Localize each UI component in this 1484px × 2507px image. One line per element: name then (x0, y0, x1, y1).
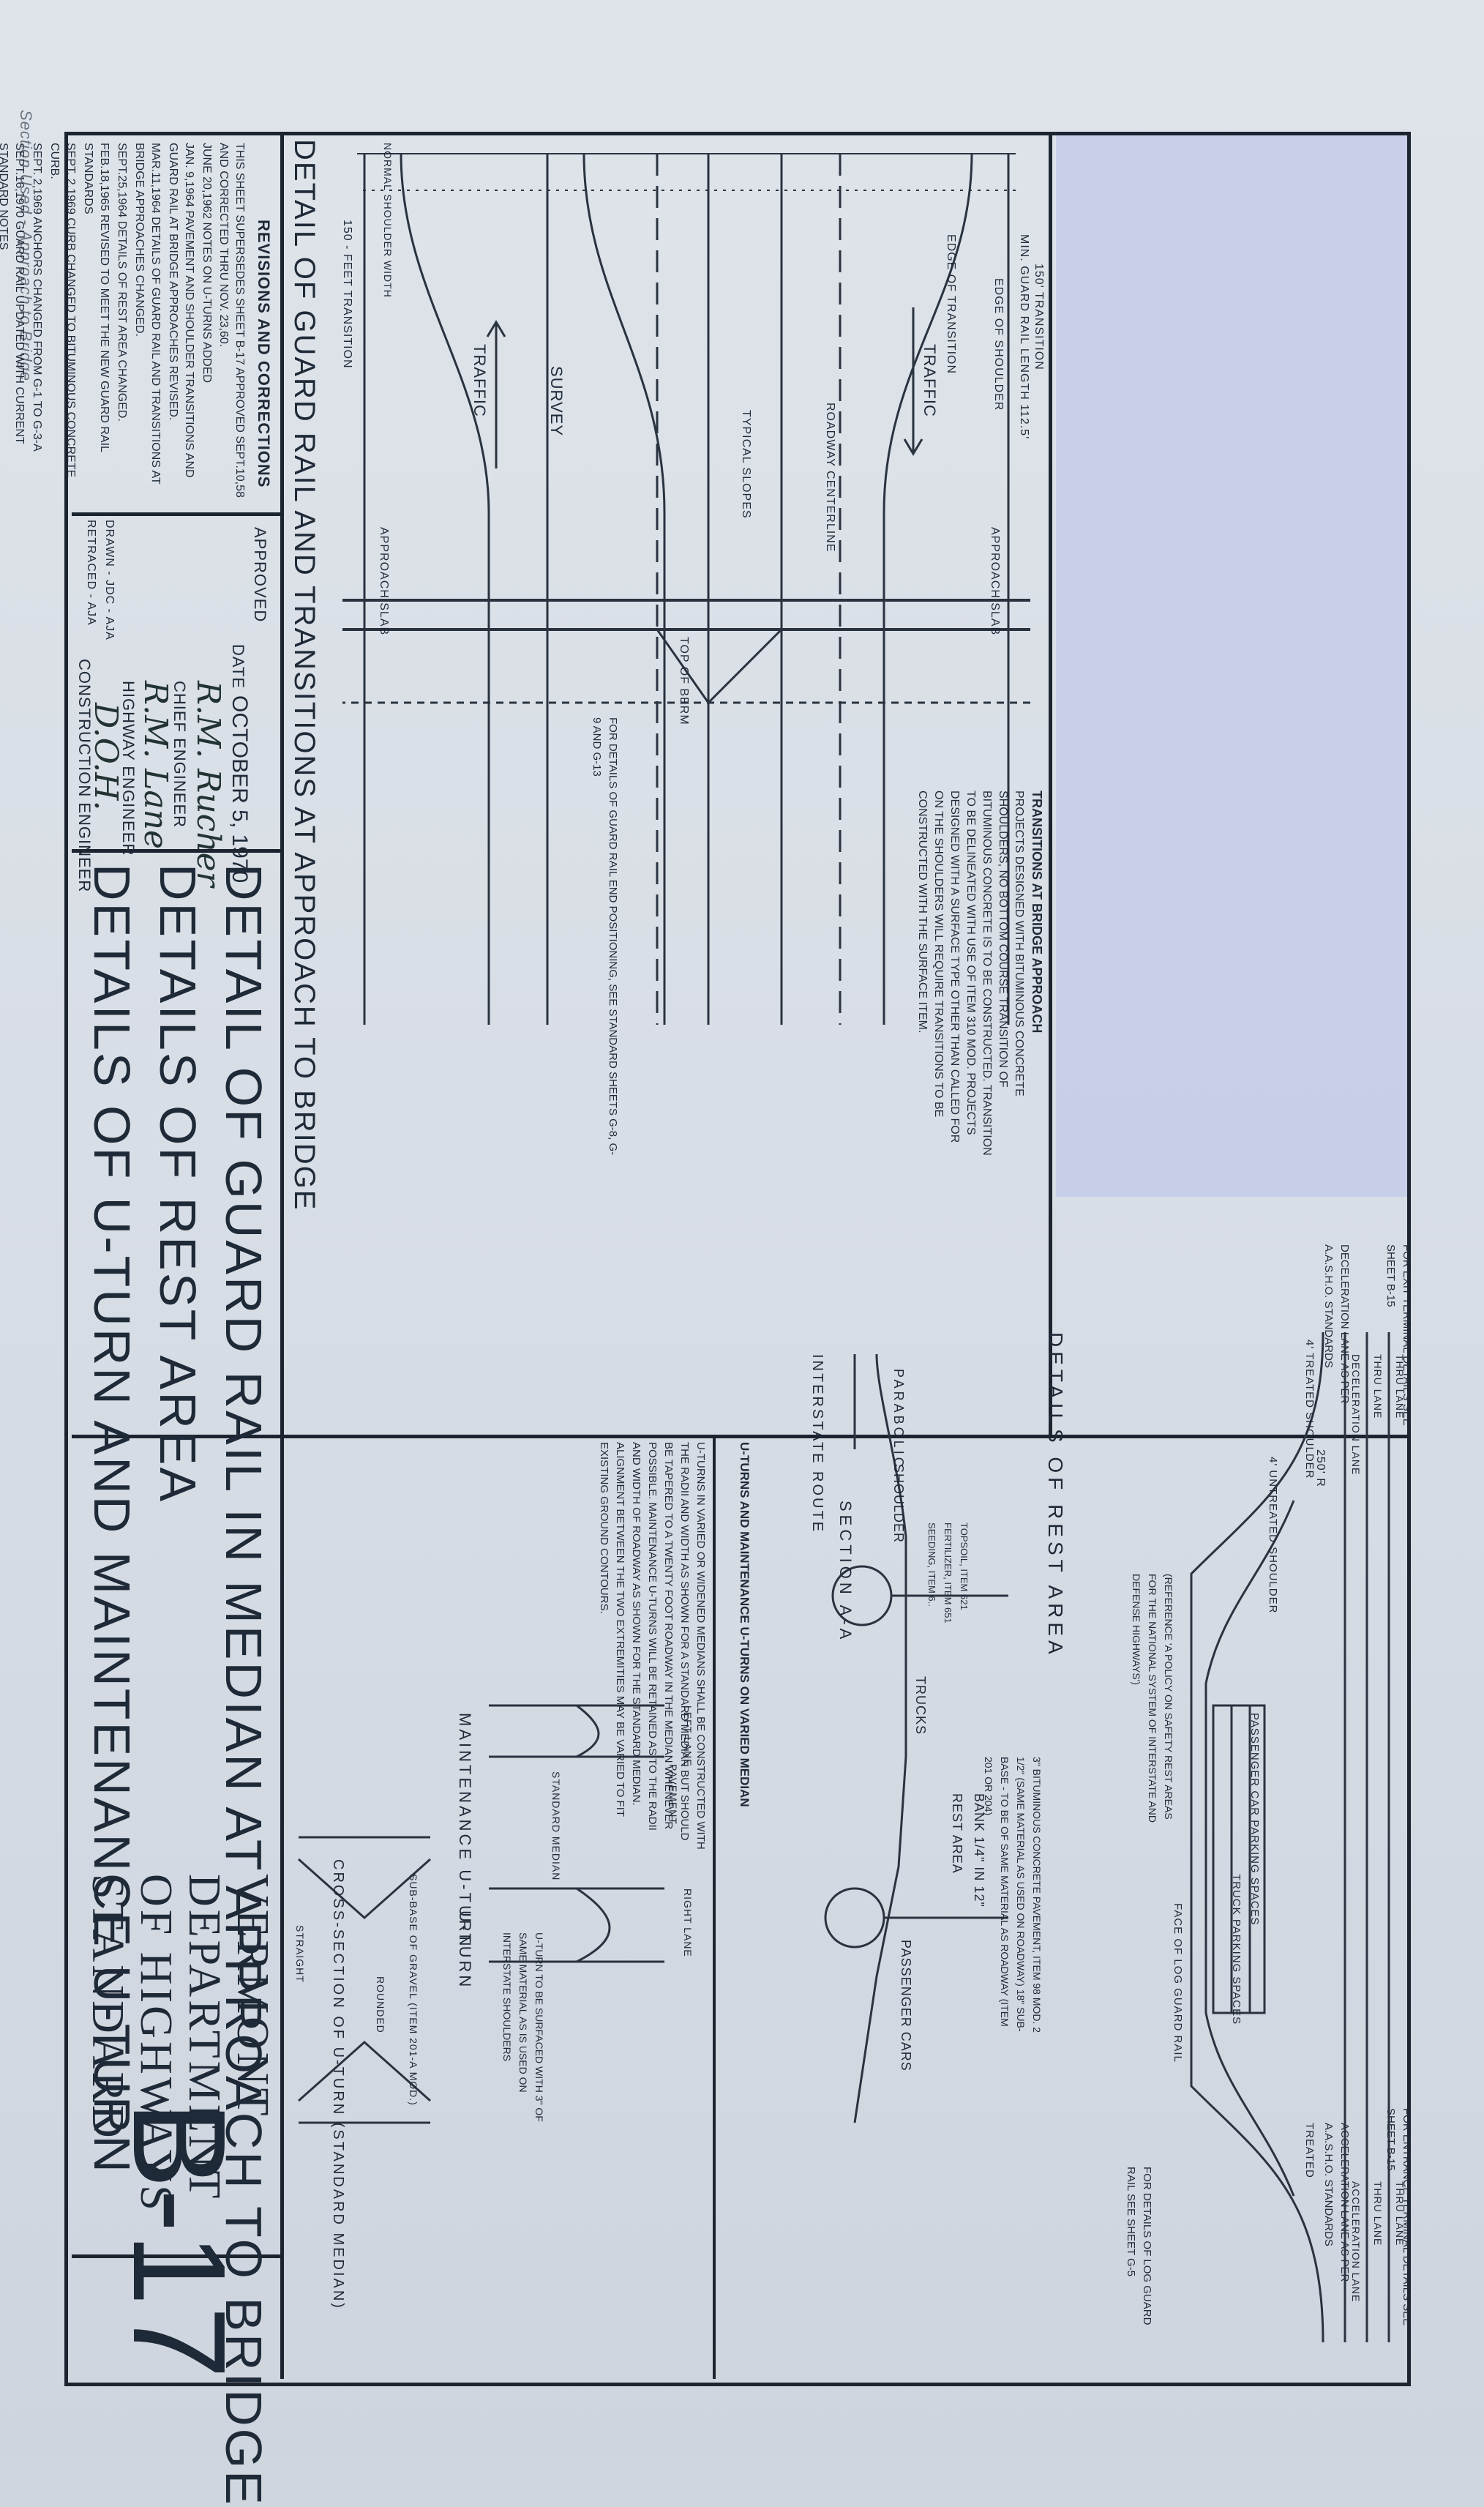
rotated-drawing: REVISIONS AND CORRECTIONS THIS SHEET SUP… (0, 132, 1413, 2507)
rest-area-drawing (824, 1331, 1390, 2343)
u-turn-sub-base: SUB-BASE OF GRAVEL (ITEM 201-A MOD.) (408, 1874, 419, 2106)
u-turn-drawing (298, 1704, 664, 2124)
u-turn-cross-section: CROSS-SECTION OF U-TURN (STANDARD MEDIAN… (330, 1859, 346, 2310)
guard-rail-drawing (342, 153, 1030, 1025)
u-turn-standard-median: STANDARD MEDIAN (550, 1771, 562, 1881)
u-turn-straight: STRAIGHT (294, 1925, 306, 1983)
u-turn-pavement: PAVEMENT (667, 1764, 679, 1825)
u-turn-label: U-TURN (456, 1910, 474, 1990)
u-turn-right-lane: RIGHT LANE (682, 1888, 694, 1957)
u-turn-left-lane: LEFT LANE (682, 1705, 694, 1767)
u-turn-surface-note: U-TURN TO BE SURFACED WITH 3" OF SAME MA… (501, 1932, 545, 2122)
u-turn-rounded: ROUNDED (375, 1976, 386, 2033)
